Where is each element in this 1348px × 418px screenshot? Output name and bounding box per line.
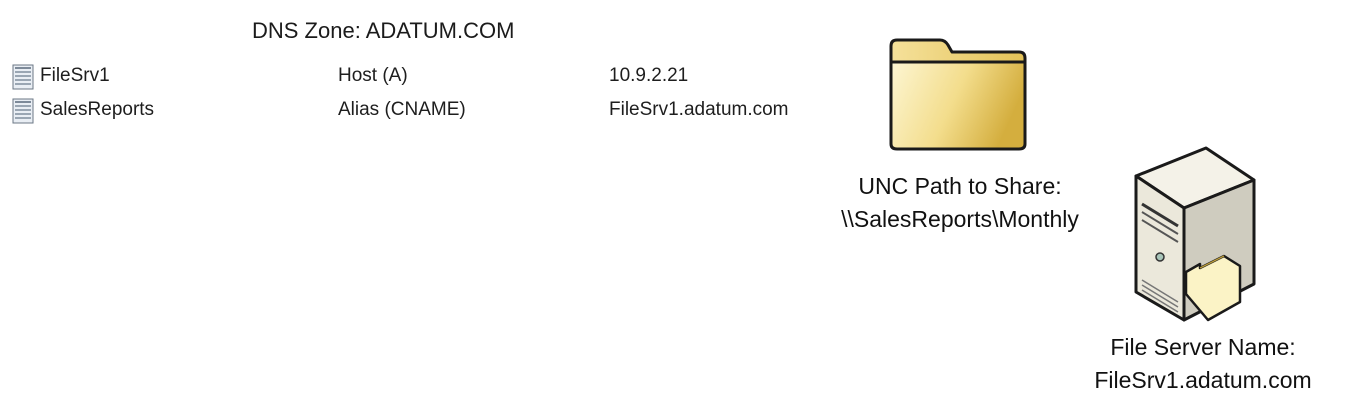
unc-path-caption: UNC Path to Share: [858,173,1062,199]
record-type: Host (A) [338,65,408,86]
unc-path-label: UNC Path to Share: \\SalesReports\Monthl… [800,170,1120,236]
dns-record-row[interactable]: FileSrv1 Host (A) 10.9.2.21 [10,62,830,96]
dns-record-list: FileSrv1 Host (A) 10.9.2.21 SalesReports… [10,62,830,130]
dns-record-icon [12,64,34,90]
file-server-icon [1134,146,1256,322]
file-server-name: FileSrv1.adatum.com [1094,367,1312,393]
file-server-caption: File Server Name: [1110,334,1296,360]
record-name: SalesReports [40,99,155,120]
record-type: Alias (CNAME) [338,99,466,120]
unc-path-value: \\SalesReports\Monthly [841,206,1079,232]
file-server-label: File Server Name: FileSrv1.adatum.com [1048,331,1348,397]
dns-zone-title: DNS Zone: ADATUM.COM [252,18,515,43]
dns-record-icon [12,98,34,124]
record-data: 10.9.2.21 [609,65,689,86]
record-name: FileSrv1 [40,65,110,86]
record-data: FileSrv1.adatum.com [609,99,789,120]
folder-icon [889,38,1027,151]
dns-record-row[interactable]: SalesReports Alias (CNAME) FileSrv1.adat… [10,96,830,130]
